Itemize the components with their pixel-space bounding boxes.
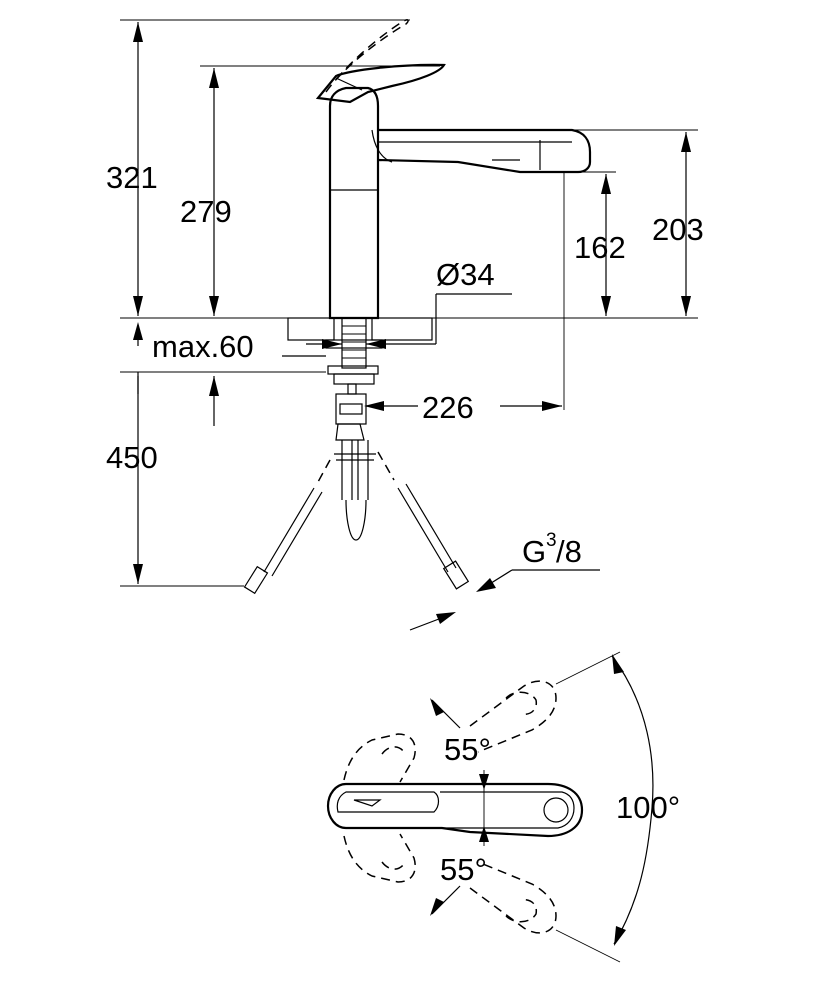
countertop-section xyxy=(287,317,433,541)
label-angle-upper: 55° xyxy=(444,732,491,767)
label-angle-total: 100° xyxy=(616,790,680,825)
dimension-lines xyxy=(120,19,698,631)
right-hose xyxy=(377,451,470,590)
label-max-thickness: max.60 xyxy=(152,329,254,364)
label-hose-length: 450 xyxy=(106,440,158,475)
label-hole-diameter: Ø34 xyxy=(436,257,495,292)
label-handle-height: 279 xyxy=(180,194,232,229)
label-overall-height: 321 xyxy=(106,160,158,195)
left-hose xyxy=(243,459,331,595)
label-thread-num: 3 xyxy=(546,530,557,551)
label-projection: 226 xyxy=(422,390,474,425)
label-outlet-height: 162 xyxy=(574,230,626,265)
label-thread-main: G xyxy=(522,534,546,569)
top-view xyxy=(326,651,654,963)
label-angle-lower: 55° xyxy=(440,852,487,887)
label-spout-height: 203 xyxy=(652,212,704,247)
label-thread-den: /8 xyxy=(556,534,582,569)
